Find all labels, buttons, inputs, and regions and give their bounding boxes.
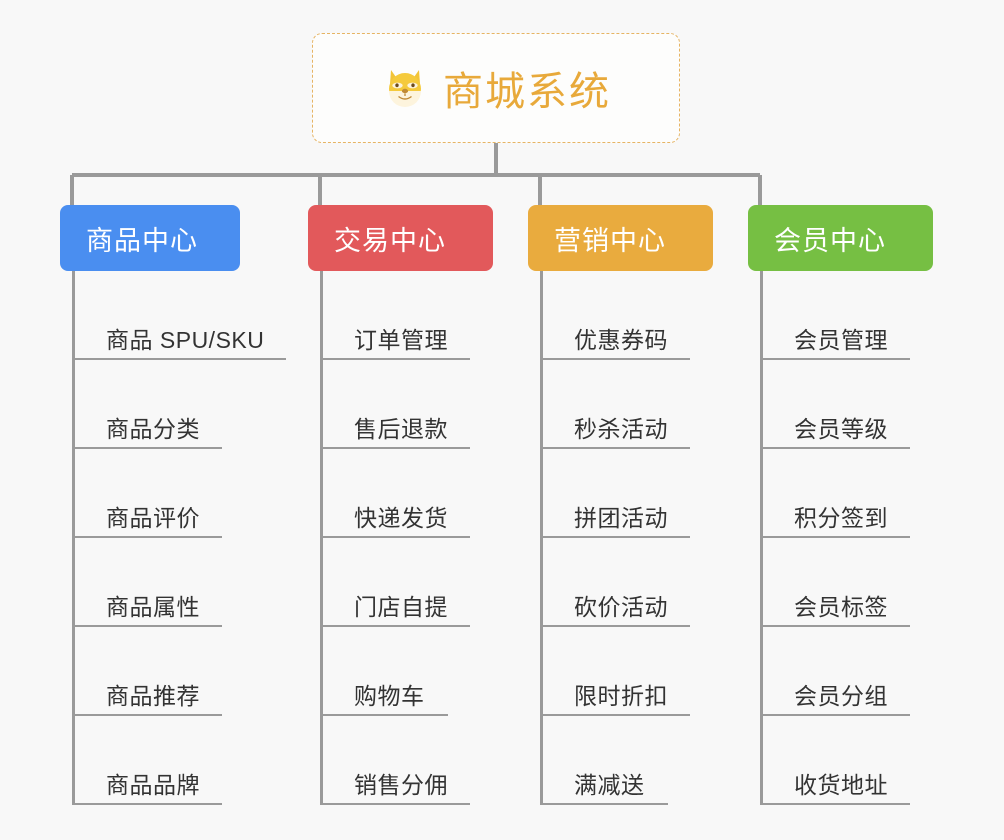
branch-item-label: 优惠券码: [574, 327, 668, 353]
branch-item-label: 订单管理: [354, 327, 448, 353]
branch-item-label: 积分签到: [794, 505, 888, 531]
branch-item[interactable]: 会员分组: [748, 627, 933, 716]
branch-item-underline: [72, 803, 222, 805]
branch-column: 交易中心订单管理售后退款快递发货门店自提购物车销售分佣: [308, 205, 493, 805]
branch-item[interactable]: 积分签到: [748, 449, 933, 538]
branch-item-label: 销售分佣: [354, 772, 448, 798]
branch-item-underline: [540, 714, 690, 716]
branch-trunk-line: [72, 271, 75, 805]
branch-item-underline: [760, 536, 910, 538]
branch-item-list: 订单管理售后退款快递发货门店自提购物车销售分佣: [308, 271, 493, 805]
branch-item-label: 商品推荐: [106, 683, 200, 709]
branch-item-label: 砍价活动: [574, 594, 668, 620]
branch-item[interactable]: 售后退款: [308, 360, 493, 449]
branch-item-underline: [72, 358, 286, 360]
branch-item-label: 收货地址: [794, 772, 888, 798]
branch-item[interactable]: 商品 SPU/SKU: [60, 271, 286, 360]
branch-item[interactable]: 会员标签: [748, 538, 933, 627]
branch-header-label: 商品中心: [86, 225, 198, 256]
branch-item-underline: [320, 536, 470, 538]
branch-item-label: 商品评价: [106, 505, 200, 531]
branch-item-underline: [540, 625, 690, 627]
branch-item[interactable]: 拼团活动: [528, 449, 713, 538]
branch-item-list: 优惠券码秒杀活动拼团活动砍价活动限时折扣满减送: [528, 271, 713, 805]
branch-item-underline: [320, 625, 470, 627]
branch-item-label: 购物车: [354, 683, 425, 709]
branch-header-3[interactable]: 会员中心: [748, 205, 933, 271]
branch-header-label: 营销中心: [554, 225, 666, 256]
branch-item-underline: [320, 714, 448, 716]
branch-item-label: 限时折扣: [574, 683, 668, 709]
branch-item-underline: [760, 625, 910, 627]
branch-item[interactable]: 商品推荐: [60, 627, 264, 716]
branch-item[interactable]: 满减送: [528, 716, 713, 805]
branch-item-label: 会员等级: [794, 416, 888, 442]
branch-item-label: 满减送: [574, 772, 645, 798]
branch-item-underline: [540, 447, 690, 449]
branch-item-label: 商品分类: [106, 416, 200, 442]
root-branch-connector: [70, 143, 762, 205]
branch-item[interactable]: 收货地址: [748, 716, 933, 805]
branch-item-underline: [540, 536, 690, 538]
branch-trunk-line: [540, 271, 543, 805]
branch-item-list: 会员管理会员等级积分签到会员标签会员分组收货地址: [748, 271, 933, 805]
branch-column: 商品中心商品 SPU/SKU 商品分类商品评价商品属性商品推荐商品品牌: [60, 205, 286, 805]
branch-item[interactable]: 优惠券码: [528, 271, 713, 360]
branch-item-label: 售后退款: [354, 416, 448, 442]
branch-item-underline: [760, 447, 910, 449]
branch-item[interactable]: 秒杀活动: [528, 360, 713, 449]
branch-item-underline: [72, 536, 222, 538]
branch-item[interactable]: 会员等级: [748, 360, 933, 449]
branch-item[interactable]: 商品品牌: [60, 716, 264, 805]
branch-item-label: 快递发货: [354, 505, 448, 531]
branch-item[interactable]: 门店自提: [308, 538, 493, 627]
branch-item[interactable]: 订单管理: [308, 271, 493, 360]
branch-item-underline: [540, 803, 668, 805]
branch-trunk-line: [760, 271, 763, 805]
branch-item-label: 商品属性: [106, 594, 200, 620]
root-title: 商城系统: [443, 70, 611, 114]
branch-item-underline: [320, 358, 470, 360]
branch-item-label: 会员分组: [794, 683, 888, 709]
branch-item-underline: [540, 358, 690, 360]
branch-item-underline: [320, 447, 470, 449]
branch-item[interactable]: 商品分类: [60, 360, 264, 449]
branch-header-2[interactable]: 营销中心: [528, 205, 713, 271]
branch-item-list: 商品 SPU/SKU 商品分类商品评价商品属性商品推荐商品品牌: [60, 271, 286, 805]
branch-item[interactable]: 限时折扣: [528, 627, 713, 716]
branch-item-underline: [72, 714, 222, 716]
branch-trunk-line: [320, 271, 323, 805]
branch-header-0[interactable]: 商品中心: [60, 205, 240, 271]
branch-item[interactable]: 砍价活动: [528, 538, 713, 627]
branch-item-label: 门店自提: [354, 594, 448, 620]
branch-item-label: 商品品牌: [106, 772, 200, 798]
branch-item-underline: [72, 625, 222, 627]
branch-item-label: 拼团活动: [574, 505, 668, 531]
branch-item-underline: [760, 803, 910, 805]
branch-item[interactable]: 购物车: [308, 627, 493, 716]
branch-header-label: 交易中心: [334, 225, 446, 256]
branch-item[interactable]: 商品评价: [60, 449, 264, 538]
branch-item-label: 会员管理: [794, 327, 888, 353]
branch-item-label: 会员标签: [794, 594, 888, 620]
root-node[interactable]: 商城系统: [312, 33, 680, 143]
branch-column: 营销中心优惠券码秒杀活动拼团活动砍价活动限时折扣满减送: [528, 205, 713, 805]
branch-item-label: 秒杀活动: [574, 416, 668, 442]
branch-column: 会员中心会员管理会员等级积分签到会员标签会员分组收货地址: [748, 205, 933, 805]
branch-header-1[interactable]: 交易中心: [308, 205, 493, 271]
branch-item-label: 商品 SPU/SKU: [106, 327, 265, 353]
branch-header-label: 会员中心: [774, 225, 886, 256]
branch-item-underline: [760, 358, 910, 360]
shiba-dog-face-icon: [381, 64, 429, 112]
branch-item-underline: [72, 447, 222, 449]
branch-item-underline: [760, 714, 910, 716]
branch-item[interactable]: 快递发货: [308, 449, 493, 538]
branch-item[interactable]: 商品属性: [60, 538, 264, 627]
branch-item[interactable]: 销售分佣: [308, 716, 493, 805]
branch-item-underline: [320, 803, 470, 805]
branch-item[interactable]: 会员管理: [748, 271, 933, 360]
